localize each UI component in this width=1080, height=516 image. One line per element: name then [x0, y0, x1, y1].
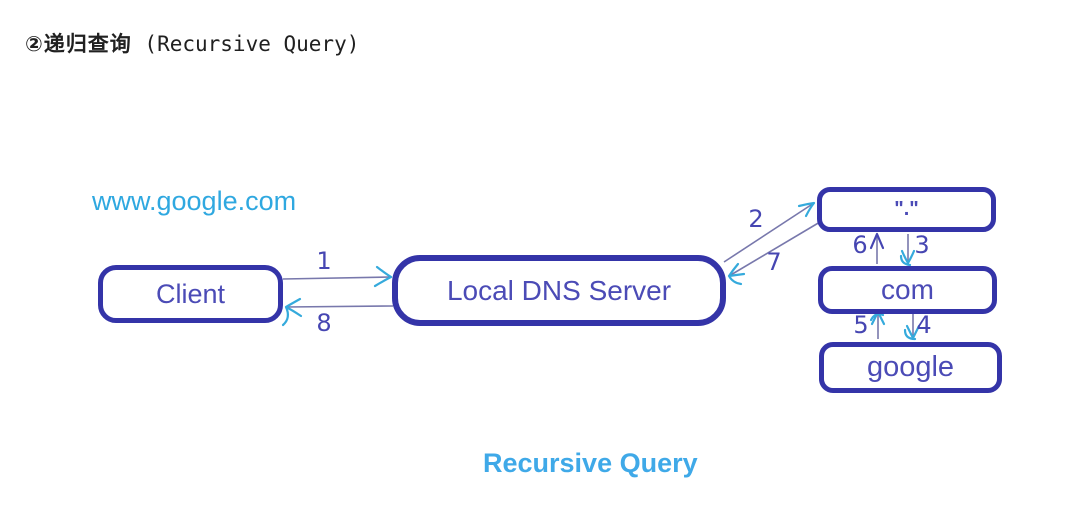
page-title: ②递归查询 (Recursive Query)	[25, 28, 359, 58]
node-local-dns-server: Local DNS Server	[392, 255, 726, 326]
step-2-label: 2	[748, 205, 764, 233]
arrow-7-head-icon	[727, 262, 746, 286]
node-google-server: google	[819, 342, 1002, 393]
node-com-label: com	[881, 274, 934, 305]
step-8-label: 8	[316, 309, 332, 337]
node-local-dns-label: Local DNS Server	[446, 274, 672, 306]
page-title-english: (Recursive Query)	[131, 32, 360, 56]
arrow-8-head-icon	[281, 297, 303, 327]
page-title-chinese: ②递归查询	[25, 32, 132, 56]
node-google-label: google	[866, 351, 955, 383]
arrow-8-line	[285, 305, 394, 308]
step-4-label: 4	[916, 311, 932, 339]
arrow-1-head-icon	[373, 265, 393, 288]
node-client-label: Client	[155, 278, 226, 309]
query-domain-label: www.google.com	[92, 186, 297, 216]
node-root-server: "."	[817, 187, 996, 232]
step-1-label: 1	[316, 247, 332, 275]
arrow-1-line	[282, 276, 392, 280]
step-6-label: 6	[852, 231, 868, 259]
step-7-label: 7	[766, 248, 782, 276]
arrow-6-head-icon	[869, 232, 885, 250]
arrow-2-head-icon	[797, 201, 816, 218]
node-root-label: "."	[894, 198, 919, 220]
step-3-label: 3	[914, 231, 930, 259]
diagram-caption: Recursive Query	[483, 448, 698, 478]
arrow-3-head-icon	[899, 249, 916, 267]
node-com-server: com	[818, 266, 997, 314]
node-client: Client	[98, 265, 283, 323]
step-5-label: 5	[853, 311, 869, 339]
